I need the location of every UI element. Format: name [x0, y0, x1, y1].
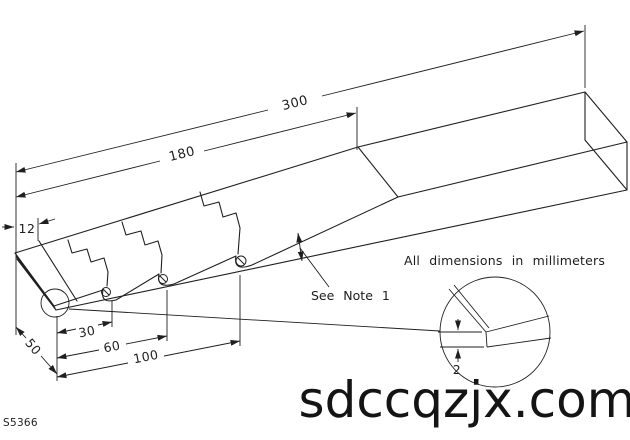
- dim-60-label: 60: [102, 338, 121, 356]
- dim-300-right: [321, 30, 585, 97]
- left-end-edge-bottom: [16, 258, 57, 311]
- dim-300-left: [15, 109, 269, 173]
- dim-12-label: 12: [19, 221, 36, 236]
- shim-divider-2: [121, 221, 163, 274]
- screw-icon: [158, 274, 168, 284]
- near-top-profile: [53, 141, 628, 307]
- shim-divider-1: [67, 239, 109, 287]
- dim-30-label: 30: [77, 323, 96, 341]
- units-note-label: All dimensions in millimeters: [404, 253, 605, 268]
- screw-slot-icon: [237, 257, 245, 265]
- dim-50-bottom: [40, 355, 58, 375]
- dim-30-right: [97, 321, 113, 327]
- shim-divider-0: [38, 240, 78, 302]
- dim-50-label: 50: [22, 335, 44, 358]
- dim-60-right: [125, 334, 168, 345]
- shim-divider-3: [199, 191, 241, 255]
- screw-slot-icon: [102, 288, 110, 296]
- dim-50-top: [15, 326, 27, 339]
- note1-arrow-down: [297, 246, 304, 262]
- dim-180-left: [15, 160, 161, 198]
- dim-2-label: 2: [453, 362, 461, 377]
- right-end-bottom-edge: [584, 139, 628, 191]
- dim-100-label: 100: [132, 347, 160, 367]
- detail-leader-line: [68, 308, 441, 332]
- watermark-text: sdccqzjx.com: [299, 371, 630, 429]
- dim-100-left: [56, 362, 129, 379]
- note1-leader-line: [299, 247, 330, 288]
- dim-12-right-arrow: [38, 218, 56, 225]
- detail-end-edge-2: [453, 284, 490, 329]
- detail-end-edge-1: [448, 288, 487, 333]
- detail-bottom-edge: [486, 337, 552, 348]
- screw-icon: [235, 255, 247, 267]
- detail-near-top-edge: [485, 315, 550, 333]
- screw-icon: [101, 287, 111, 297]
- detail-tip-face: [485, 331, 488, 348]
- part-number-label: S5366: [3, 417, 38, 429]
- dim-60-left: [56, 349, 100, 360]
- right-end-top-edge: [584, 91, 628, 143]
- screw-slot-icon: [159, 275, 167, 283]
- tip-callout-circle: [40, 288, 70, 318]
- taper-joint-line: [357, 146, 399, 198]
- dim-180-label: 180: [168, 144, 197, 165]
- near-bottom-edge: [55, 189, 628, 311]
- dim-100-right: [163, 339, 241, 357]
- dim-300-label: 300: [281, 93, 310, 114]
- dim-180-right: [203, 112, 357, 152]
- see-note-label: See Note 1: [311, 288, 390, 303]
- dim-30-left: [56, 328, 77, 334]
- note1-arrow-up: [296, 232, 303, 248]
